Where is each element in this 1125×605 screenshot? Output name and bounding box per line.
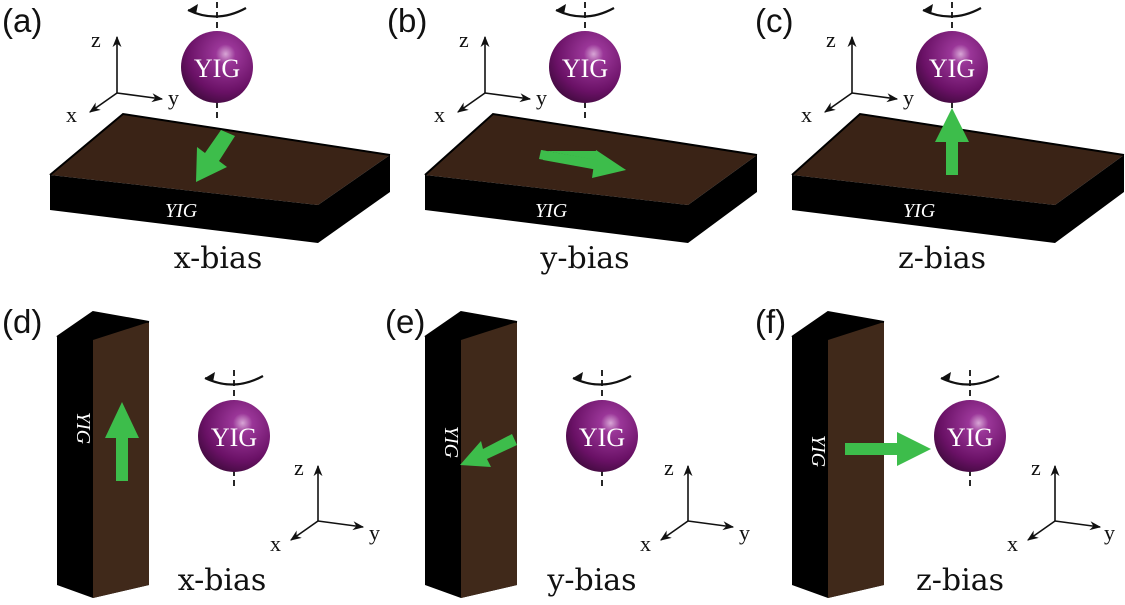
bias-arrow-head xyxy=(592,150,626,178)
bias-arrow-shaft xyxy=(539,150,598,169)
axis-label-z: z xyxy=(294,455,304,480)
axes-triad: z y x xyxy=(66,27,179,127)
axes-triad: z y x xyxy=(434,27,547,127)
caption: z-bias xyxy=(916,563,1004,598)
axis-label-x: x xyxy=(801,102,812,127)
axis-label-y: y xyxy=(369,520,380,545)
panel-label-c: (c) xyxy=(755,2,793,39)
panel-label-f: (f) xyxy=(755,303,786,340)
horizontal-yig-slab: YIG xyxy=(424,112,758,243)
panel-f: (f) YIG YIG z y x z-bias xyxy=(755,303,1115,598)
horizontal-yig-slab: YIG xyxy=(791,112,1125,243)
caption: y-bias xyxy=(546,563,636,598)
axis-label-z: z xyxy=(1031,455,1041,480)
axis-label-z: z xyxy=(664,455,674,480)
caption: z-bias xyxy=(898,241,986,276)
axis-label-z: z xyxy=(459,27,469,52)
sphere-label: YIG xyxy=(562,54,608,83)
axis-label-x: x xyxy=(434,102,445,127)
axis-label-y: y xyxy=(903,85,914,110)
sphere-label: YIG xyxy=(579,423,625,452)
panel-b: (b) YIG z y x YIG y-bias xyxy=(387,2,758,276)
axis-label-y: y xyxy=(168,85,179,110)
axes-triad: z y x xyxy=(801,27,914,127)
slab-label: YIG xyxy=(165,200,198,222)
panel-d: (d) YIG YIG z y x x-bias xyxy=(2,303,380,598)
panel-label-d: (d) xyxy=(2,303,42,340)
sphere-label: YIG xyxy=(929,54,975,83)
sphere-label: YIG xyxy=(947,423,993,452)
slab-label: YIG xyxy=(535,200,568,222)
panel-label-b: (b) xyxy=(387,2,427,39)
yig-sphere: YIG xyxy=(566,370,638,488)
panel-label-e: (e) xyxy=(385,303,425,340)
axis-label-z: z xyxy=(91,27,101,52)
yig-sphere: YIG xyxy=(198,370,270,488)
panel-e: (e) YIG YIG z y x y-bias xyxy=(385,303,750,598)
axis-label-y: y xyxy=(1104,520,1115,545)
slab-label: YIG xyxy=(807,435,829,468)
yig-sphere: YIG xyxy=(916,2,988,108)
bias-arrow xyxy=(845,432,931,466)
yig-sphere: YIG xyxy=(549,2,621,120)
axis-label-y: y xyxy=(536,85,547,110)
axis-label-y: y xyxy=(739,520,750,545)
vertical-yig-slab: YIG xyxy=(791,310,885,598)
axis-label-x: x xyxy=(66,102,77,127)
yig-sphere: YIG xyxy=(934,370,1006,488)
axes-triad: z y x xyxy=(270,455,380,556)
panel-a: (a) YIG z y x YIG x-bias xyxy=(2,2,391,276)
sphere-label: YIG xyxy=(211,423,257,452)
axes-triad: z y x xyxy=(640,455,750,556)
slab-label: YIG xyxy=(72,412,94,445)
vertical-yig-slab: YIG xyxy=(56,310,150,598)
sphere-label: YIG xyxy=(194,54,240,83)
slab-label: YIG xyxy=(440,426,462,459)
axes-triad: z y x xyxy=(1007,455,1115,556)
bias-arrow xyxy=(196,130,235,182)
caption: y-bias xyxy=(539,241,629,276)
yig-sphere: YIG xyxy=(181,2,253,120)
bias-arrow xyxy=(460,434,517,467)
axis-label-x: x xyxy=(1007,531,1018,556)
axis-label-x: x xyxy=(640,531,651,556)
panel-c: (c) YIG z y x YIG z-bias xyxy=(755,2,1125,276)
bias-arrow xyxy=(105,402,139,481)
caption: x-bias xyxy=(174,241,263,276)
caption: x-bias xyxy=(178,563,267,598)
panel-label-a: (a) xyxy=(2,2,42,39)
axis-label-x: x xyxy=(270,531,281,556)
bias-arrow xyxy=(935,108,969,175)
horizontal-yig-slab: YIG xyxy=(49,112,391,243)
slab-label: YIG xyxy=(903,200,936,222)
axis-label-z: z xyxy=(826,27,836,52)
